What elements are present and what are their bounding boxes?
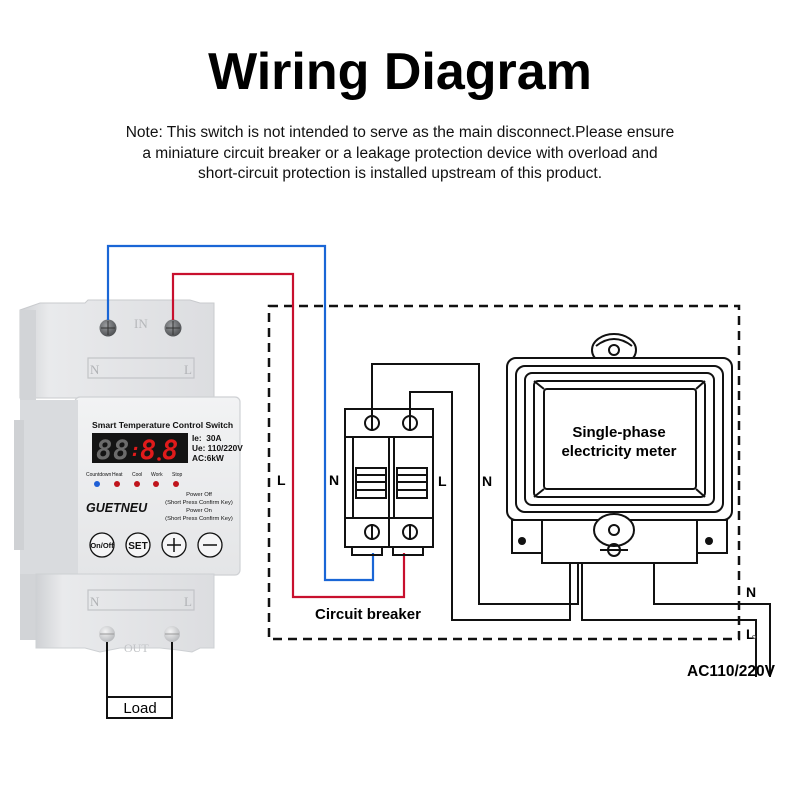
load-label: Load [123, 700, 156, 717]
lower-n-label: N [90, 594, 100, 609]
lower-l-label: L [184, 594, 192, 609]
wire-label-n-right: N [482, 473, 492, 489]
in-l-screw [164, 319, 182, 337]
display-digit-off: 8 [113, 435, 129, 466]
set-button-label: SET [128, 541, 147, 552]
indicator-led-stop [173, 481, 179, 487]
display-digits: 8 8 : 8 8 [96, 435, 178, 466]
indicator-label-countdown: Countdown [86, 472, 112, 478]
neutral-wire-input [106, 244, 375, 582]
meter-mount-hole-right [705, 537, 713, 545]
display-digit-on: 8 [140, 435, 156, 466]
brand-logo: GUETNEU [86, 501, 148, 515]
set-button[interactable]: SET [125, 532, 151, 558]
distribution-box-outline [267, 304, 741, 641]
display-colon: : [130, 440, 141, 461]
instruction-power-off-hint: (Short Press Confirm Key) [165, 500, 233, 506]
device-side-mid [20, 400, 78, 574]
supply-wire-l-main [581, 562, 757, 677]
live-wire-input [171, 272, 406, 599]
meter-label-line1: Single-phase [572, 424, 665, 441]
meter-label-line2: electricity meter [561, 443, 676, 460]
indicator-label-heat: Heat [112, 472, 123, 478]
wire-label-l-left: L [277, 472, 286, 488]
display-decimal [157, 457, 161, 461]
indicator-label-cool: Cool [132, 472, 142, 478]
plus-button[interactable] [161, 532, 187, 558]
breaker-to-meter-l [409, 391, 571, 621]
electricity-meter [506, 333, 733, 564]
out-label: OUT [124, 641, 149, 655]
note-line: a miniature circuit breaker or a leakage… [142, 144, 658, 162]
on-off-button-label: On/Off [90, 541, 114, 550]
upper-n-label: N [90, 362, 100, 377]
in-n-screw [99, 319, 117, 337]
supply-voltage-label: AC110/220V [687, 663, 776, 680]
instruction-power-off: Power Off [186, 492, 212, 498]
display-digit-on: 8 [162, 435, 178, 466]
instruction-power-on-hint: (Short Press Confirm Key) [165, 516, 233, 522]
note-line: short-circuit protection is installed up… [197, 165, 603, 182]
indicator-label-stop: Stop [172, 472, 183, 478]
spec-power: AC:6kW [192, 453, 224, 463]
breaker-to-meter-n [371, 363, 579, 605]
indicator-led-cool [134, 481, 140, 487]
wire-label-n-left: N [329, 472, 339, 488]
meter-mount-hole-left [518, 537, 526, 545]
spec-voltage: Ue: 110/220V [192, 443, 243, 453]
on-off-button[interactable]: On/Off [89, 532, 115, 558]
safety-note: Note: This switch is not intended to ser… [80, 123, 720, 185]
indicator-label-work: Work [151, 472, 163, 478]
indicator-led-heat [114, 481, 120, 487]
supply-label-l: L [746, 626, 755, 642]
out-n-screw [99, 626, 115, 642]
out-l-screw [164, 626, 180, 642]
load-box [106, 696, 173, 719]
spec-current: Ie: 30A [192, 433, 222, 443]
wire-label-l-right: L [438, 473, 447, 489]
instruction-power-on: Power On [186, 508, 212, 514]
circuit-breaker [344, 408, 434, 556]
supply-label-n: N [746, 584, 756, 600]
led-display [92, 433, 188, 463]
supply-l-terminal-dot [752, 635, 756, 639]
minus-button[interactable] [197, 532, 223, 558]
indicator-led-countdown [94, 481, 100, 487]
note-line: Note: This switch is not intended to ser… [125, 124, 675, 141]
din-rail-clip [14, 420, 24, 550]
circuit-breaker-label: Circuit breaker [315, 606, 421, 623]
upper-l-label: L [184, 362, 192, 377]
in-label: IN [134, 316, 148, 331]
display-digit-off: 8 [96, 435, 112, 466]
upper-terminal-frame [87, 357, 195, 379]
device-upper-body [19, 299, 215, 399]
lower-terminal-frame [87, 589, 195, 611]
indicator-led-work [153, 481, 159, 487]
supply-wire-n [653, 562, 771, 677]
page-title: Wiring Diagram [208, 43, 592, 101]
panel-title: Smart Temperature Control Switch [92, 420, 233, 430]
smart-temperature-switch: N L IN Smart Temperature Control Switch … [14, 299, 243, 655]
